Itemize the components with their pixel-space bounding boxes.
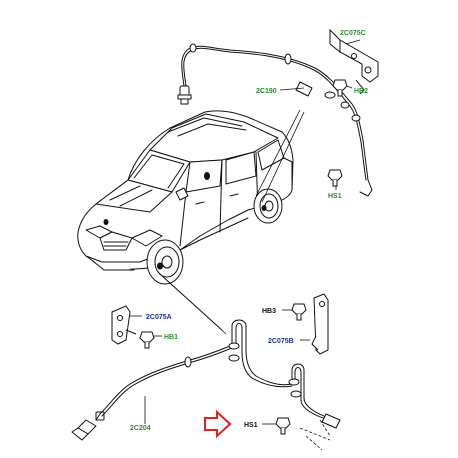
top-bolt-hb2 [332,79,348,97]
top-bracket [329,28,379,95]
top-bolt-hs1 [327,169,343,187]
label-2c075b: 2C075B [268,338,294,345]
label-2c204: 2C204 [130,425,151,432]
bottom-right-bracket [311,293,329,355]
label-hb3: HB3 [262,308,276,315]
rear-wheel [253,188,283,224]
top-harness-assembly [177,43,373,197]
mounting-guide-dashes [299,419,331,451]
label-2c075a: 2C075A [146,314,172,321]
label-2c190: 2C190 [256,88,277,95]
top-sensor-head [177,85,192,105]
bottom-harness-assembly [71,319,341,441]
vehicle-outline [77,110,294,271]
bottom-left-bracket [111,305,137,345]
callout-lines-bottom [157,271,227,335]
right-arrow-outline-icon [204,409,232,439]
bottom-bolt-hb3 [291,303,307,321]
bottom-sensor-head [71,411,105,441]
label-hb2: HB2 [354,88,368,95]
callout-lines-top [255,109,305,203]
label-hs1-top: HS1 [328,193,342,200]
bottom-leader-lines [130,309,310,425]
label-2c075c: 2C075C [340,30,366,37]
top-leader-lines [279,39,361,190]
front-wheel [146,239,184,285]
bottom-bolt-hb1 [139,331,155,349]
bottom-bolt-hs1 [275,417,291,435]
label-hs1-bottom: HS1 [244,422,258,429]
label-hb1: HB1 [164,334,178,341]
sensor-mark-windscreen [103,172,210,225]
